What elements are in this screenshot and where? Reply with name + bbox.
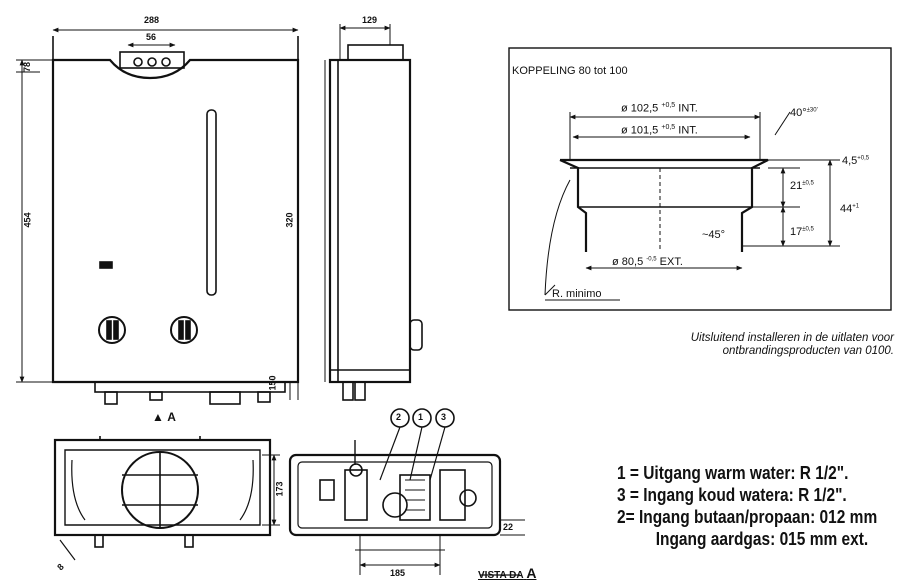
marker-2: 2 — [396, 412, 402, 422]
dia-inner-label: ø 101,5 +0,5 INT. — [621, 124, 698, 137]
arrow-a-text: A — [167, 410, 176, 424]
dia-inner-tol: +0,5 — [661, 124, 676, 131]
connections-right-dim: 22 — [503, 522, 514, 532]
angle-top-label: 40°±30' — [790, 107, 818, 119]
bottom-right-dim-label: 173 — [274, 481, 285, 497]
angle-45-label: ~45° — [702, 229, 726, 241]
coupling-title: KOPPELING 80 tot 100 — [512, 65, 628, 77]
dim-45-value: 4,5 — [842, 155, 858, 167]
arrow-a-label: ▲ A — [152, 410, 176, 424]
side-view — [324, 24, 423, 401]
front-height-label: 454 — [22, 212, 33, 228]
vista-text: VISTA DA — [478, 570, 524, 581]
dia-ext-tol: -0,5 — [646, 256, 657, 263]
installation-note-line2: ontbrandingsproducten van 0100. — [722, 345, 894, 357]
dia-outer-tol: +0,5 — [661, 102, 676, 109]
legend-line-4: Ingang aardgas: 015 mm ext. — [655, 529, 869, 549]
vista-arrow: A — [526, 565, 537, 581]
legend-line-2: 3 = Ingang koud watera: R 1/2". — [617, 485, 847, 505]
coupling-detail — [508, 47, 892, 311]
dia-ext-value: ø 80,5 — [612, 256, 644, 268]
angle-top-tol: ±30' — [806, 107, 818, 114]
front-left-top-label: 78 — [22, 61, 33, 73]
radius-label: R. minimo — [552, 288, 602, 300]
legend-line-3: 2= Ingang butaan/propaan: 012 mm — [617, 507, 878, 527]
installation-note-line1: Uitsluitend installeren in de uitlaten v… — [690, 332, 894, 344]
dim-21-value: 21 — [790, 180, 803, 192]
angle-top-value: 40° — [790, 107, 807, 119]
dia-ext-suffix: EXT. — [659, 256, 683, 268]
bottom-view — [53, 436, 280, 561]
dim-17-value: 17 — [790, 226, 803, 238]
dia-outer-value: ø 102,5 — [621, 102, 659, 115]
marker-1: 1 — [418, 412, 424, 422]
side-depth-label: 129 — [362, 15, 378, 25]
dim-45-tol: +0,5 — [857, 155, 870, 162]
connections-bottom-dim: 185 — [390, 568, 406, 578]
marker-3: 3 — [441, 412, 447, 422]
dia-outer-label: ø 102,5 +0,5 INT. — [621, 102, 698, 115]
dim-17-label: 17±0,5 — [790, 226, 814, 238]
dim-17-tol: ±0,5 — [802, 226, 814, 233]
dim-21-tol: ±0,5 — [802, 180, 814, 187]
front-width-label: 288 — [144, 15, 160, 25]
side-height-label: 320 — [284, 212, 295, 228]
dim-44-label: 44+1 — [840, 203, 859, 215]
front-top-dim-label: 56 — [146, 32, 157, 42]
dia-ext-label: ø 80,5 -0,5 EXT. — [612, 256, 683, 268]
installation-note: Uitsluitend installeren in de uitlaten v… — [691, 332, 894, 358]
front-bottom-right-label: 150 — [267, 375, 278, 391]
legend-line-1: 1 = Uitgang warm water: R 1/2". — [617, 463, 849, 483]
dia-inner-value: ø 101,5 — [621, 124, 659, 137]
connections-view — [288, 408, 525, 576]
dim-45-label: 4,5+0,5 — [842, 155, 869, 167]
dim-44-value: 44 — [840, 203, 853, 215]
dim-21-label: 21±0,5 — [790, 180, 814, 192]
vista-label: VISTA DA A — [478, 565, 536, 581]
dia-outer-suffix: INT. — [678, 102, 698, 115]
connections-legend: 1 = Uitgang warm water: R 1/2". 3 = Inga… — [617, 462, 877, 550]
front-view — [16, 27, 300, 405]
dia-inner-suffix: INT. — [678, 124, 698, 137]
dim-44-tol: +1 — [852, 203, 860, 210]
